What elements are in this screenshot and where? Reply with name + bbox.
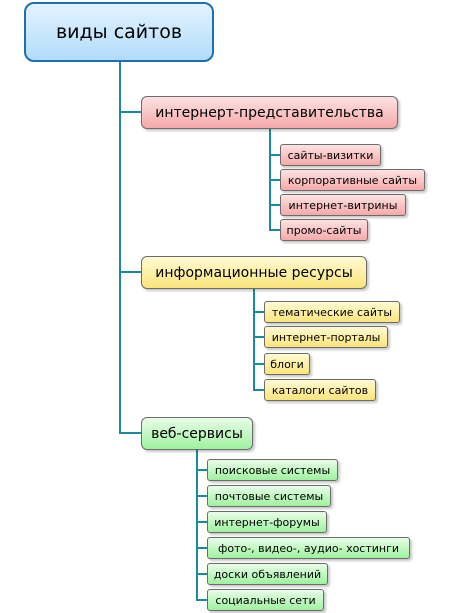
category-node-1: интернерт-представительства: [141, 96, 398, 129]
leaf-node: корпоративные сайты: [280, 169, 425, 191]
leaf-node: тематические сайты: [264, 301, 400, 323]
category-node-3: веб-сервисы: [141, 417, 253, 450]
leaf-label: поисковые системы: [214, 463, 331, 477]
leaf-node: каталоги сайтов: [264, 379, 376, 401]
leaf-node: почтовые системы: [207, 485, 331, 507]
leaf-label: фото-, видео-, аудио- хостинги: [217, 541, 400, 555]
leaf-label: почтовые системы: [214, 489, 324, 503]
leaf-node: сайты-визитки: [280, 144, 381, 166]
leaf-label: каталоги сайтов: [271, 383, 369, 397]
leaf-node: интернет-порталы: [264, 326, 388, 348]
category-label: веб-сервисы: [151, 425, 243, 442]
category-label: информационные ресурсы: [155, 264, 353, 281]
leaf-node: доски объявлений: [207, 563, 328, 585]
leaf-node: фото-, видео-, аудио- хостинги: [207, 537, 410, 559]
root-label: виды сайтов: [55, 21, 183, 43]
leaf-label: социальные сети: [215, 593, 316, 607]
leaf-node: поисковые системы: [207, 459, 338, 481]
leaf-node: социальные сети: [207, 589, 324, 611]
leaf-label: блоги: [270, 357, 304, 371]
leaf-node: промо-сайты: [280, 219, 368, 241]
category-label: интернерт-представительства: [155, 104, 384, 121]
leaf-label: корпоративные сайты: [287, 173, 418, 187]
leaf-label: интернет-форумы: [214, 515, 320, 529]
leaf-label: сайты-визитки: [287, 148, 374, 162]
root-node: виды сайтов: [24, 2, 214, 62]
leaf-label: доски объявлений: [213, 567, 322, 581]
leaf-label: тематические сайты: [271, 305, 393, 319]
leaf-label: интернет-витрины: [288, 198, 398, 212]
leaf-node: блоги: [264, 353, 310, 375]
leaf-label: промо-сайты: [286, 223, 362, 237]
leaf-label: интернет-порталы: [271, 330, 381, 344]
category-node-2: информационные ресурсы: [141, 256, 367, 289]
leaf-node: интернет-витрины: [280, 194, 406, 216]
leaf-node: интернет-форумы: [207, 511, 327, 533]
